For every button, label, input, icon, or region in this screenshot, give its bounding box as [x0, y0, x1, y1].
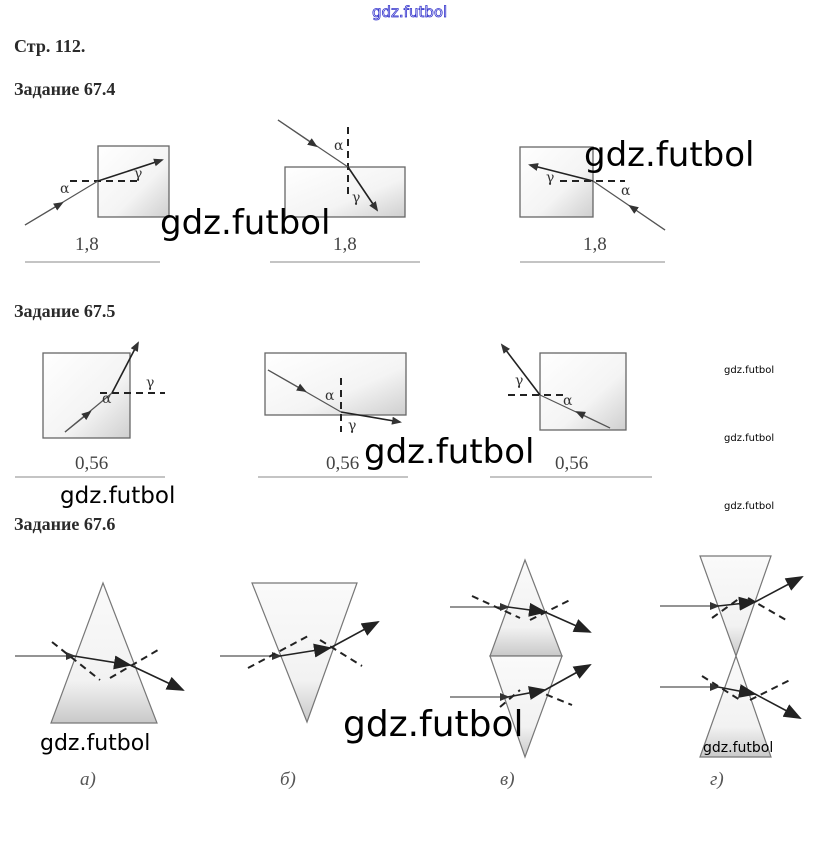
svg-text:α: α: [621, 183, 631, 199]
watermark: gdz.futbol: [724, 365, 774, 376]
prism-diagram-d: г): [660, 555, 804, 790]
watermark: gdz.futbol: [40, 731, 150, 756]
svg-text:γ: γ: [515, 373, 523, 389]
svg-text:в): в): [500, 769, 515, 790]
prism-diagram-b: б): [220, 582, 380, 790]
watermark: gdz.futbol: [584, 135, 755, 175]
watermark: gdz.futbol: [724, 433, 774, 444]
svg-text:1,8: 1,8: [333, 234, 357, 255]
svg-text:γ: γ: [348, 418, 356, 434]
diagram-67-4-1: α γ 1,8: [24, 145, 170, 263]
svg-text:1,8: 1,8: [583, 234, 607, 255]
page-title: Стр. 112.: [14, 36, 85, 56]
watermark: gdz.futbol: [343, 704, 524, 745]
svg-text:б): б): [280, 769, 296, 790]
svg-text:0,56: 0,56: [555, 453, 588, 474]
svg-text:а): а): [80, 769, 96, 790]
svg-text:γ: γ: [352, 190, 360, 206]
watermark: gdz.futbol: [364, 432, 535, 472]
task-heading-67-4: Задание 67.4: [14, 79, 115, 99]
task-heading-67-6: Задание 67.6: [14, 514, 115, 534]
diagram-67-5-2: α γ 0,56: [258, 352, 408, 478]
svg-text:α: α: [334, 138, 344, 154]
svg-text:γ: γ: [134, 166, 142, 182]
site-link[interactable]: gdz.futbol: [372, 3, 448, 22]
svg-text:α: α: [563, 393, 573, 409]
svg-text:γ: γ: [146, 375, 154, 391]
watermark: gdz.futbol: [60, 483, 175, 509]
diagram-67-5-1: α γ 0,56: [15, 341, 165, 478]
svg-text:0,56: 0,56: [326, 453, 359, 474]
diagram-67-5-3: γ α 0,56: [490, 343, 652, 478]
prism-diagram-a: а): [15, 581, 185, 790]
watermark: gdz.futbol: [160, 203, 331, 243]
diagram-67-4-2: α γ 1,8: [270, 119, 420, 263]
task-heading-67-5: Задание 67.5: [14, 301, 115, 321]
watermark: gdz.futbol: [703, 740, 773, 756]
diagram-67-4-3: γ α 1,8: [519, 146, 666, 263]
watermark: gdz.futbol: [724, 501, 774, 512]
svg-text:1,8: 1,8: [75, 234, 99, 255]
svg-text:0,56: 0,56: [75, 453, 108, 474]
prism-diagram-c: в): [450, 558, 592, 790]
svg-text:α: α: [325, 388, 335, 404]
svg-text:α: α: [60, 181, 70, 197]
svg-text:α: α: [102, 391, 112, 407]
svg-text:γ: γ: [546, 170, 554, 186]
svg-text:г): г): [710, 769, 724, 790]
